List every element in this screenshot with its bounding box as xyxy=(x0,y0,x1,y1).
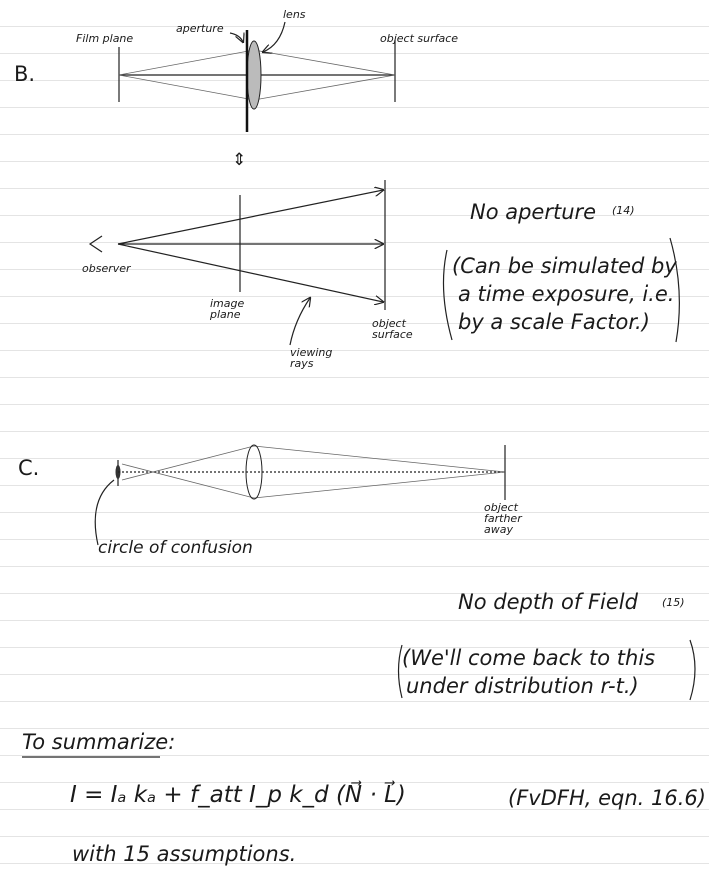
no-dof-title: No depth of Field xyxy=(458,590,638,614)
note-line: (We'll come back to this xyxy=(402,646,656,670)
illumination-formula: I = Iₐ kₐ + f_att I_p k_d (N⃗ · L⃗) xyxy=(70,782,406,808)
section-label-b: B. xyxy=(14,62,36,86)
object-surface-label-2: object surface xyxy=(372,317,413,341)
note-line: (Can be simulated by xyxy=(452,254,677,278)
summary-heading: To summarize: xyxy=(22,730,176,754)
aperture-label: aperture xyxy=(176,22,224,35)
section-label-c: C. xyxy=(18,456,40,480)
note-line: by a scale Factor.) xyxy=(458,310,650,334)
note-line: under distribution r-t.) xyxy=(406,674,639,698)
film-plane-label: Film plane xyxy=(76,32,134,45)
left-paren xyxy=(442,249,453,341)
no-aperture-title: No aperture xyxy=(470,200,597,224)
eye-icon xyxy=(88,235,103,253)
viewing-rays-arrow xyxy=(289,298,310,346)
circle-of-confusion-label: circle of confusion xyxy=(98,538,253,558)
viewing-rays-label: viewing rays xyxy=(290,346,333,370)
depth-of-field-diagram xyxy=(94,444,696,701)
camera-diagram xyxy=(118,21,396,132)
lens-label: lens xyxy=(283,8,306,21)
right-paren xyxy=(669,237,680,343)
lens xyxy=(245,444,263,500)
image-plane-label: image plane xyxy=(210,297,245,321)
pinhole-diagram xyxy=(88,180,680,346)
aperture-arrow xyxy=(229,33,243,42)
equivalence-arrow-icon: ⇕ xyxy=(232,150,247,170)
assumption-number: (14) xyxy=(612,204,635,217)
object-farther-label: object farther away xyxy=(484,501,522,536)
object-surface-label: object surface xyxy=(380,32,459,45)
formula-reference: (FvDFH, eqn. 16.6) xyxy=(508,786,706,810)
lens xyxy=(246,40,262,110)
observer-label: observer xyxy=(82,262,131,275)
lens-arrow xyxy=(263,21,286,52)
assumptions-note: with 15 assumptions. xyxy=(72,842,297,866)
note-line: a time exposure, i.e. xyxy=(458,282,675,306)
confusion-pointer xyxy=(94,479,115,546)
assumption-number: (15) xyxy=(662,596,685,609)
